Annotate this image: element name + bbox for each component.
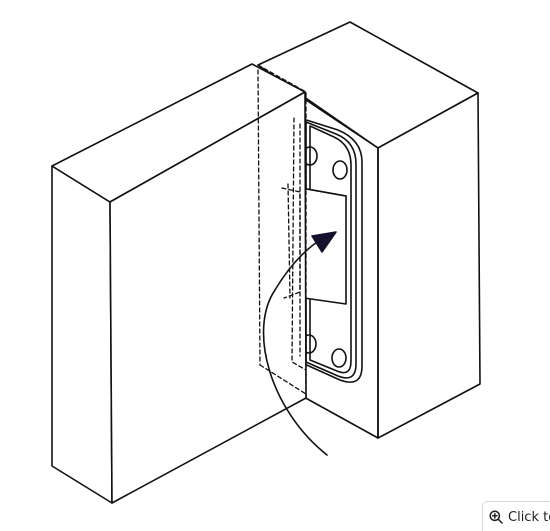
back-block bbox=[257, 21, 481, 439]
front-block-front-face bbox=[51, 165, 113, 504]
back-block-front-edge bbox=[301, 99, 379, 439]
hinge-plate-inner-outline bbox=[309, 125, 352, 374]
screw-hole-top-right bbox=[332, 160, 348, 180]
back-block-right-face bbox=[377, 92, 481, 439]
rotation-arrow-curve bbox=[262, 239, 328, 456]
rotation-arrowhead bbox=[311, 231, 337, 253]
zoom-button-label: Click to bbox=[508, 509, 550, 525]
front-block bbox=[51, 63, 307, 504]
rotation-arrow bbox=[262, 231, 337, 456]
click-to-zoom-button[interactable]: Click to bbox=[482, 501, 550, 531]
hidden-edges bbox=[257, 64, 307, 399]
hinge-plate-outline bbox=[305, 121, 357, 379]
zoom-in-icon bbox=[489, 510, 503, 524]
screw-hole-bottom-right bbox=[331, 348, 347, 368]
